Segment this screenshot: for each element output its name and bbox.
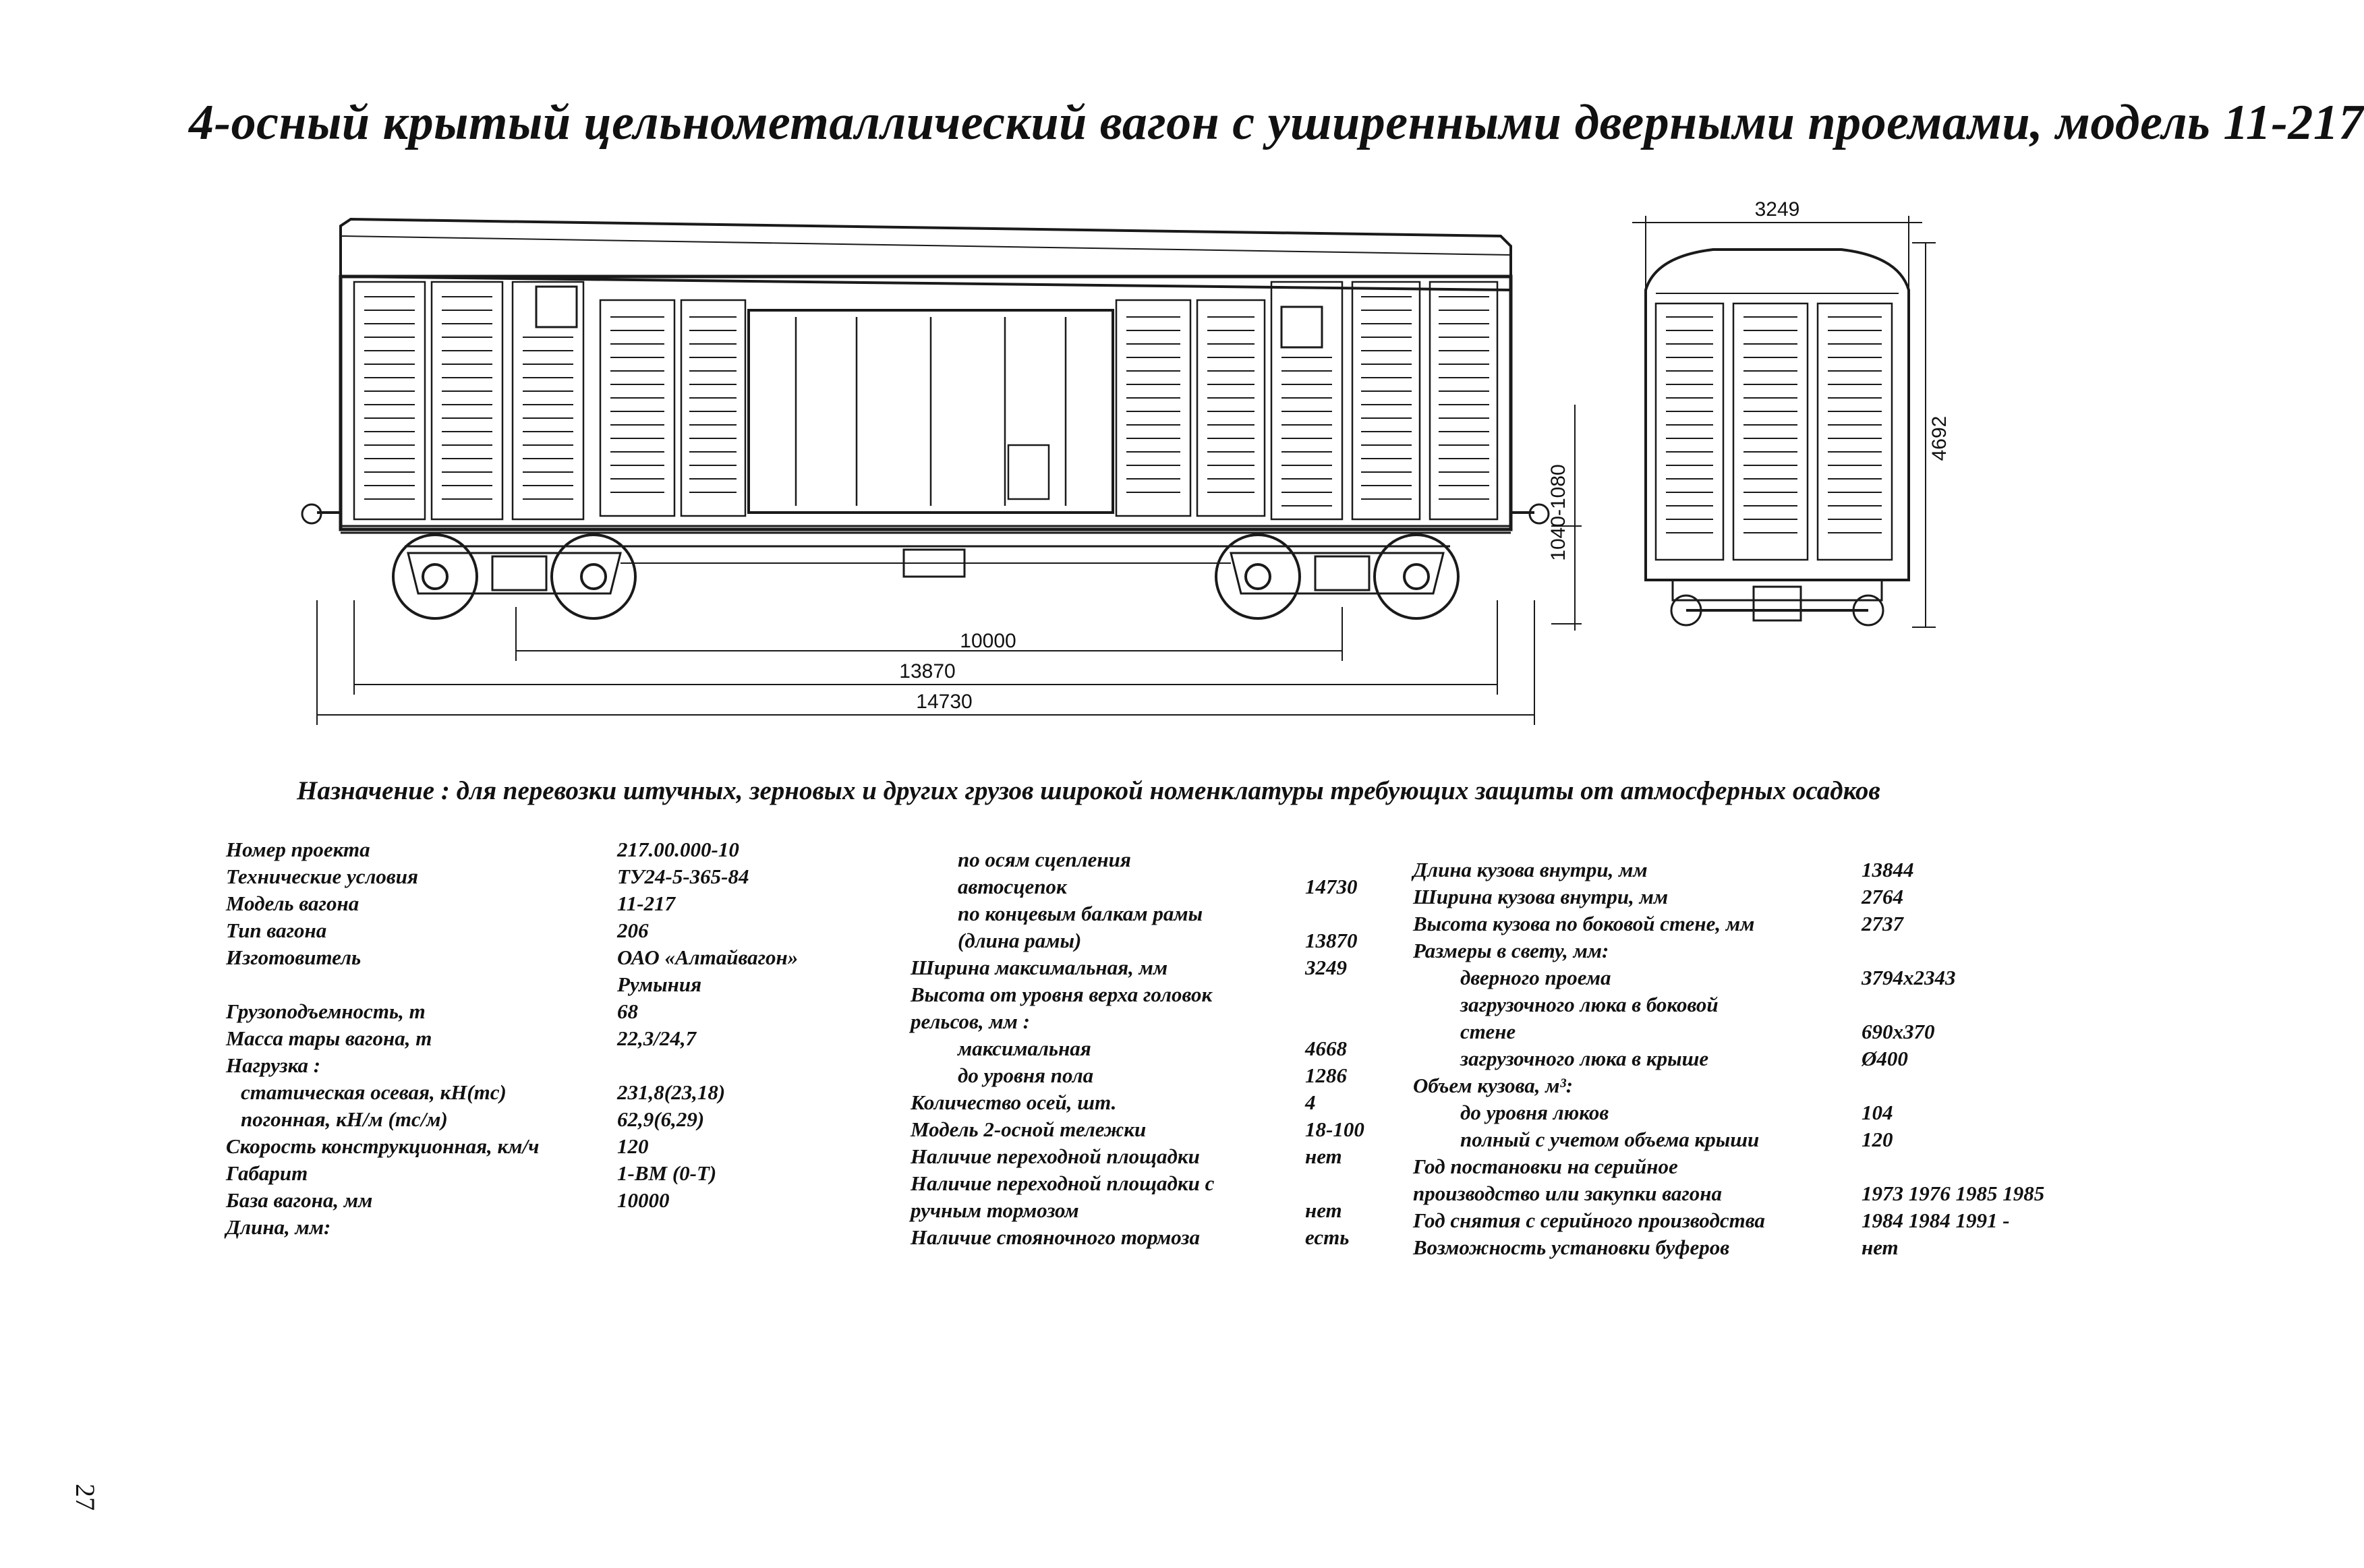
spec-row: Размеры в свету, мм: (1413, 939, 1609, 962)
purpose-text: Назначение : для перевозки штучных, зерн… (297, 776, 1880, 805)
spec-row: по осям сцепления (958, 848, 1131, 871)
wagon-end-view (1644, 248, 1910, 627)
wagon-side-view (301, 217, 1550, 620)
dim-height: 4692 (1928, 416, 1951, 461)
dim-base: 10000 (960, 630, 1016, 652)
spec-row: Нагрузка : (226, 1053, 321, 1077)
spec-row: Объем кузова, м³: (1413, 1074, 1574, 1097)
spec-row: статическая осевая, кН(тс)231,8(23,18) (241, 1080, 726, 1104)
page-title: 4-осный крытый цельнометаллический вагон… (189, 95, 2364, 150)
spec-row: Длина, мм: (226, 1215, 331, 1239)
spec-row: Наличие переходной площадки с (911, 1171, 1215, 1195)
spec-row: Высота от уровня верха головок (911, 983, 1213, 1006)
spec-row: Количество осей, шт.4 (911, 1091, 1316, 1114)
dim-coupler-length: 14730 (916, 691, 972, 713)
dimension-lines (316, 405, 1582, 725)
spec-row: по концевым балкам рамы (958, 902, 1203, 925)
spec-row: (длина рамы)13870 (958, 929, 1358, 952)
wagon-drawing: 10000 13870 14730 1040-1080 3249 4692 (301, 198, 1951, 725)
spec-row: погонная, кН/м (тс/м)62,9(6,29) (241, 1107, 705, 1131)
spec-row: загрузочного люка в боковой (1460, 993, 1719, 1016)
dim-coupler-height: 1040-1080 (1547, 464, 1569, 560)
spec-row: Румыния (617, 972, 702, 996)
spec-row: Год постановки на серийное (1413, 1155, 1678, 1178)
page-number: 27 (70, 1484, 100, 1511)
dim-width: 3249 (1755, 198, 1800, 221)
dim-frame-length: 13870 (899, 660, 955, 683)
spec-row: рельсов, мм : (911, 1010, 1030, 1033)
